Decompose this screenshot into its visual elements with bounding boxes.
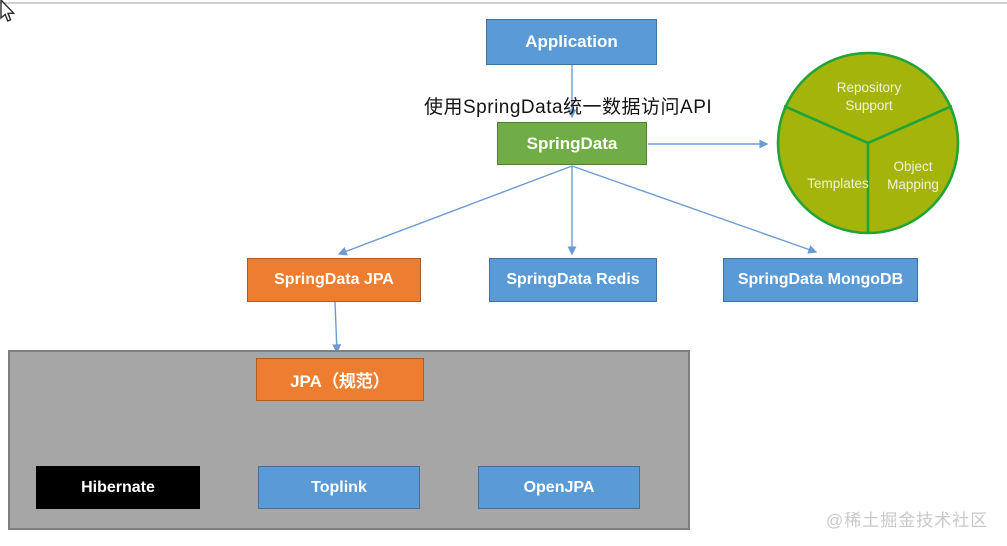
node-hibernate: Hibernate <box>36 466 200 509</box>
node-springdata-jpa-label: SpringData JPA <box>274 271 394 288</box>
node-openjpa: OpenJPA <box>478 466 640 509</box>
node-springdata-mongodb-label: SpringData MongoDB <box>737 271 904 288</box>
node-jpa-spec-label: JPA（规范） <box>290 372 390 391</box>
node-springdata-redis-label: SpringData Redis <box>506 271 640 288</box>
node-jpa-spec: JPA（规范） <box>256 358 424 401</box>
node-application: Application <box>486 19 657 65</box>
watermark-text: @稀土掘金技术社区 <box>826 511 989 530</box>
node-toplink: Toplink <box>258 466 420 509</box>
circle-divider-upper-left <box>783 104 869 145</box>
top-border-line <box>0 2 1007 4</box>
node-application-label: Application <box>525 32 618 51</box>
arrow-jpa-to-jpaspec <box>332 301 342 354</box>
arrow-springdata-to-jpa <box>337 165 573 256</box>
node-hibernate-label: Hibernate <box>81 478 155 496</box>
node-springdata-redis: SpringData Redis <box>489 258 657 302</box>
node-toplink-label: Toplink <box>311 478 367 496</box>
caption-text: 使用SpringData统一数据访问API <box>424 97 713 118</box>
circle-segment-object-mapping: Object Mapping <box>887 159 939 192</box>
circle-segment-templates: Templates <box>807 176 869 191</box>
node-springdata: SpringData <box>497 122 647 165</box>
node-openjpa-label: OpenJPA <box>523 478 595 496</box>
mouse-cursor-icon <box>0 0 16 22</box>
node-springdata-label: SpringData <box>526 133 618 153</box>
node-springdata-mongodb: SpringData MongoDB <box>723 258 918 302</box>
circle-divider-upper-right <box>867 104 953 145</box>
node-springdata-jpa: SpringData JPA <box>247 258 421 302</box>
arrow-springdata-to-mongodb <box>571 165 818 254</box>
circle-segment-repository-support: Repository Support <box>836 80 902 113</box>
